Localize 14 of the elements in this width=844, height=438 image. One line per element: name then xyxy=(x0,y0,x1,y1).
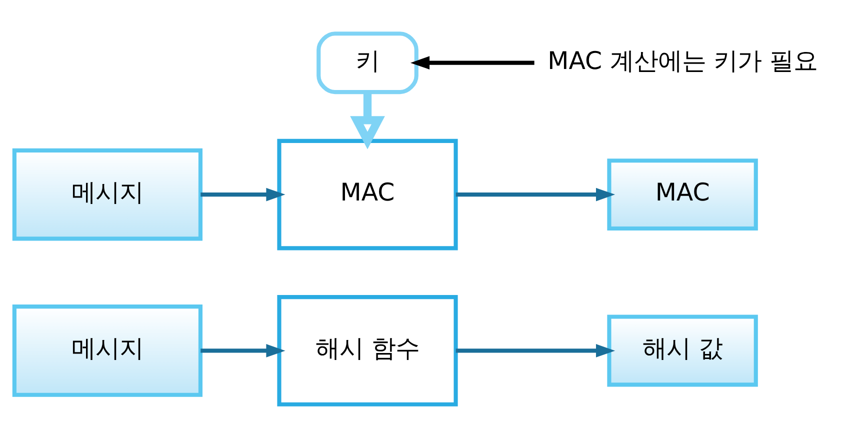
node-text: MAC 계산에는 키가 필요 xyxy=(547,46,817,75)
node-box: 해시 함수 xyxy=(276,295,458,406)
arrow xyxy=(455,188,615,202)
node-box: MAC xyxy=(606,158,758,231)
node-box: 메시지 xyxy=(12,148,202,241)
arrow xyxy=(200,188,285,202)
arrow xyxy=(200,344,285,358)
node-box: 메시지 xyxy=(12,304,202,397)
node-box: 해시 값 xyxy=(606,314,758,387)
arrow xyxy=(410,56,534,70)
arrow xyxy=(350,92,384,150)
arrow xyxy=(455,344,615,358)
node-box: 키 xyxy=(316,32,418,94)
node-box: MAC xyxy=(276,138,458,250)
